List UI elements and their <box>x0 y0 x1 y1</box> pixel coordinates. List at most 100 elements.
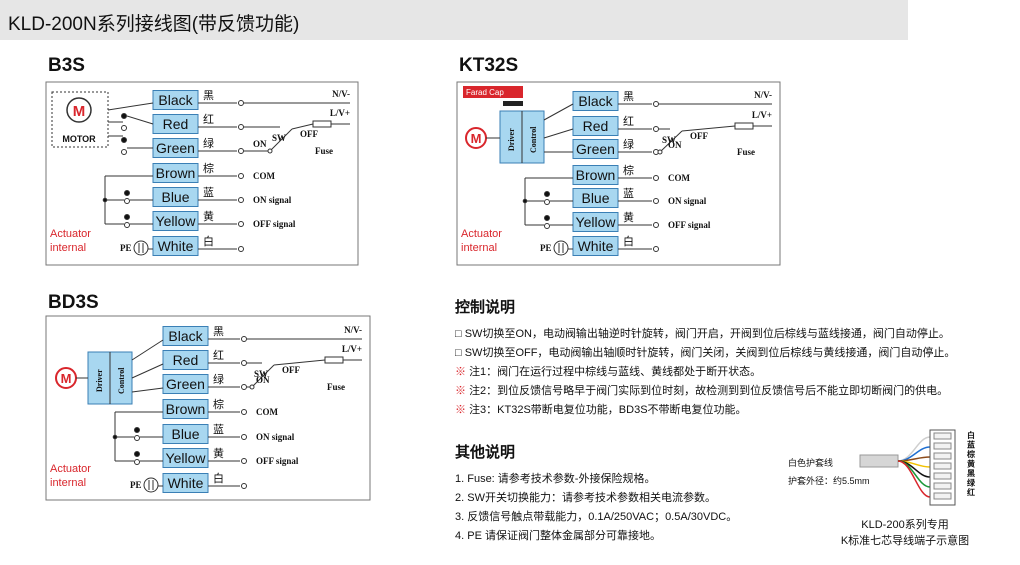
wire-label-green: Green <box>576 141 615 157</box>
wire-label-blue: Blue <box>171 426 199 442</box>
driver-lead <box>543 103 574 121</box>
terminal-dot <box>241 360 247 366</box>
farad-cap-icon <box>503 101 523 106</box>
feedback-contact <box>124 190 130 196</box>
terminal-caption-2: K标准七芯导线端子示意图 <box>841 533 969 547</box>
wire-box-red <box>572 116 619 136</box>
junction-dot <box>102 197 108 203</box>
driver-label: Driver <box>507 128 516 151</box>
pe-label: PE <box>130 480 142 490</box>
note-mark-icon: ※ <box>455 385 466 397</box>
motor-icon <box>66 97 92 123</box>
com-label: COM <box>256 407 279 417</box>
on-label: ON <box>253 139 267 149</box>
switch-pivot <box>657 149 663 155</box>
other-note-2: 2. SW开关切换能力：请参考技术参数相关电流参数。 <box>455 492 716 504</box>
wire-color-cn-white: 白 <box>203 234 214 248</box>
terminal-dot <box>238 197 244 203</box>
sheath-cable <box>859 454 899 468</box>
wire-label-brown: Brown <box>156 165 196 181</box>
feedback-contact <box>124 198 130 204</box>
actuator-label: Actuator <box>461 228 502 240</box>
wire-color-cn-white: 白 <box>213 471 224 485</box>
terminal-color-label: 黄 <box>967 459 975 469</box>
wire-box-black <box>162 326 209 346</box>
terminal-color-label: 棕 <box>966 449 975 459</box>
terminal-lv-label: L/V+ <box>752 110 772 120</box>
motor-m-letter: M <box>471 131 482 146</box>
wire-color-cn-red: 红 <box>213 349 224 362</box>
checkbox-icon: □ <box>455 347 462 359</box>
wire-box-white <box>152 236 199 256</box>
wire-box-white <box>162 473 209 493</box>
com-label: COM <box>253 171 276 181</box>
control-heading: 控制说明 <box>455 299 516 316</box>
wire-box-blue <box>162 424 209 444</box>
wire-label-red: Red <box>173 352 199 368</box>
note-mark-icon: ※ <box>455 366 466 378</box>
terminal-dot <box>238 173 244 179</box>
feedback-contact <box>134 459 140 465</box>
control-note-5: ※ 注3：KT32S带断电复位功能，BD3S不带断电复位功能。 <box>455 400 1015 419</box>
control-note-3: ※ 注1：阀门在运行过程中棕线与蓝线、黄线都处于断开状态。 <box>455 362 1015 381</box>
actuator-label-2: internal <box>461 242 497 254</box>
terminal-nv-label: N/V- <box>344 325 362 335</box>
actuator-label-2: internal <box>50 477 86 489</box>
terminal-dot <box>653 198 659 204</box>
fuse-label: Fuse <box>327 382 345 392</box>
control-label: Control <box>529 126 538 153</box>
wire-color-cn-black: 黑 <box>623 90 634 103</box>
pe-label: PE <box>540 243 552 253</box>
wire-label-blue: Blue <box>161 189 189 205</box>
wire-color-cn-green: 绿 <box>623 137 634 151</box>
feedback-contact <box>124 214 130 220</box>
on-label: ON <box>256 375 270 385</box>
control-note-text: 注2：到位反馈信号略早于阀门实际到位时刻，故检测到到位反馈信号后不能立即切断阀门… <box>469 385 949 397</box>
model-kt32s-label: KT32S <box>459 55 519 76</box>
control-note-text: SW切换至OFF，电动阀输出轴顺时针旋转，阀门关闭，关阀到位后棕线与黄线接通，阀… <box>464 347 956 359</box>
wire-box-blue <box>152 187 199 207</box>
wire-label-red: Red <box>163 116 189 132</box>
other-note-3: 3. 反馈信号触点带载能力，0.1A/250VAC；0.5A/30VDC。 <box>455 511 738 523</box>
wire-label-white: White <box>158 238 194 254</box>
wire-label-yellow: Yellow <box>576 214 617 230</box>
terminal-dot <box>653 222 659 228</box>
feedback-contact <box>544 199 550 205</box>
wire-box-green <box>572 139 619 159</box>
terminal-nv-label: N/V- <box>754 90 772 100</box>
terminal-dot <box>238 148 244 154</box>
wire-box-brown <box>572 165 619 185</box>
wire-label-white: White <box>168 475 204 491</box>
motor-m-letter: M <box>73 103 86 120</box>
capacitor-contact <box>121 137 127 143</box>
model-b3s-label: B3S <box>48 55 85 76</box>
capacitor-contact <box>121 113 127 119</box>
fuse-icon <box>312 120 332 128</box>
terminal-dot <box>653 126 659 132</box>
feedback-contact <box>544 215 550 221</box>
control-label: Control <box>117 367 126 394</box>
switch-blade <box>659 130 683 153</box>
wire-color-cn-yellow: 黄 <box>203 209 214 223</box>
terminal-pin <box>933 452 952 460</box>
control-note-text: SW切换至ON，电动阀输出轴逆时针旋转，阀门开启，开阀到位后棕线与蓝线接通，阀门… <box>464 328 950 340</box>
wire-label-yellow: Yellow <box>156 213 197 229</box>
off-signal-label: OFF signal <box>253 219 296 229</box>
terminal-pin <box>933 492 952 500</box>
wire-color-cn-red: 红 <box>203 113 214 126</box>
fuse-icon <box>324 356 344 364</box>
terminal-pin <box>933 462 952 470</box>
terminal-dot <box>653 101 659 107</box>
wire-label-white: White <box>578 238 614 254</box>
terminal-color-label: 蓝 <box>967 440 975 450</box>
wire-color-cn-green: 绿 <box>213 372 224 386</box>
feedback-contact <box>134 427 140 433</box>
other-heading: 其他说明 <box>455 444 516 461</box>
wire-label-green: Green <box>156 140 195 156</box>
on-signal-label: ON signal <box>253 195 292 205</box>
off-label: OFF <box>300 129 318 139</box>
wire-color-cn-brown: 棕 <box>213 397 224 411</box>
feedback-contact <box>134 435 140 441</box>
wire-color-cn-green: 绿 <box>203 136 214 150</box>
